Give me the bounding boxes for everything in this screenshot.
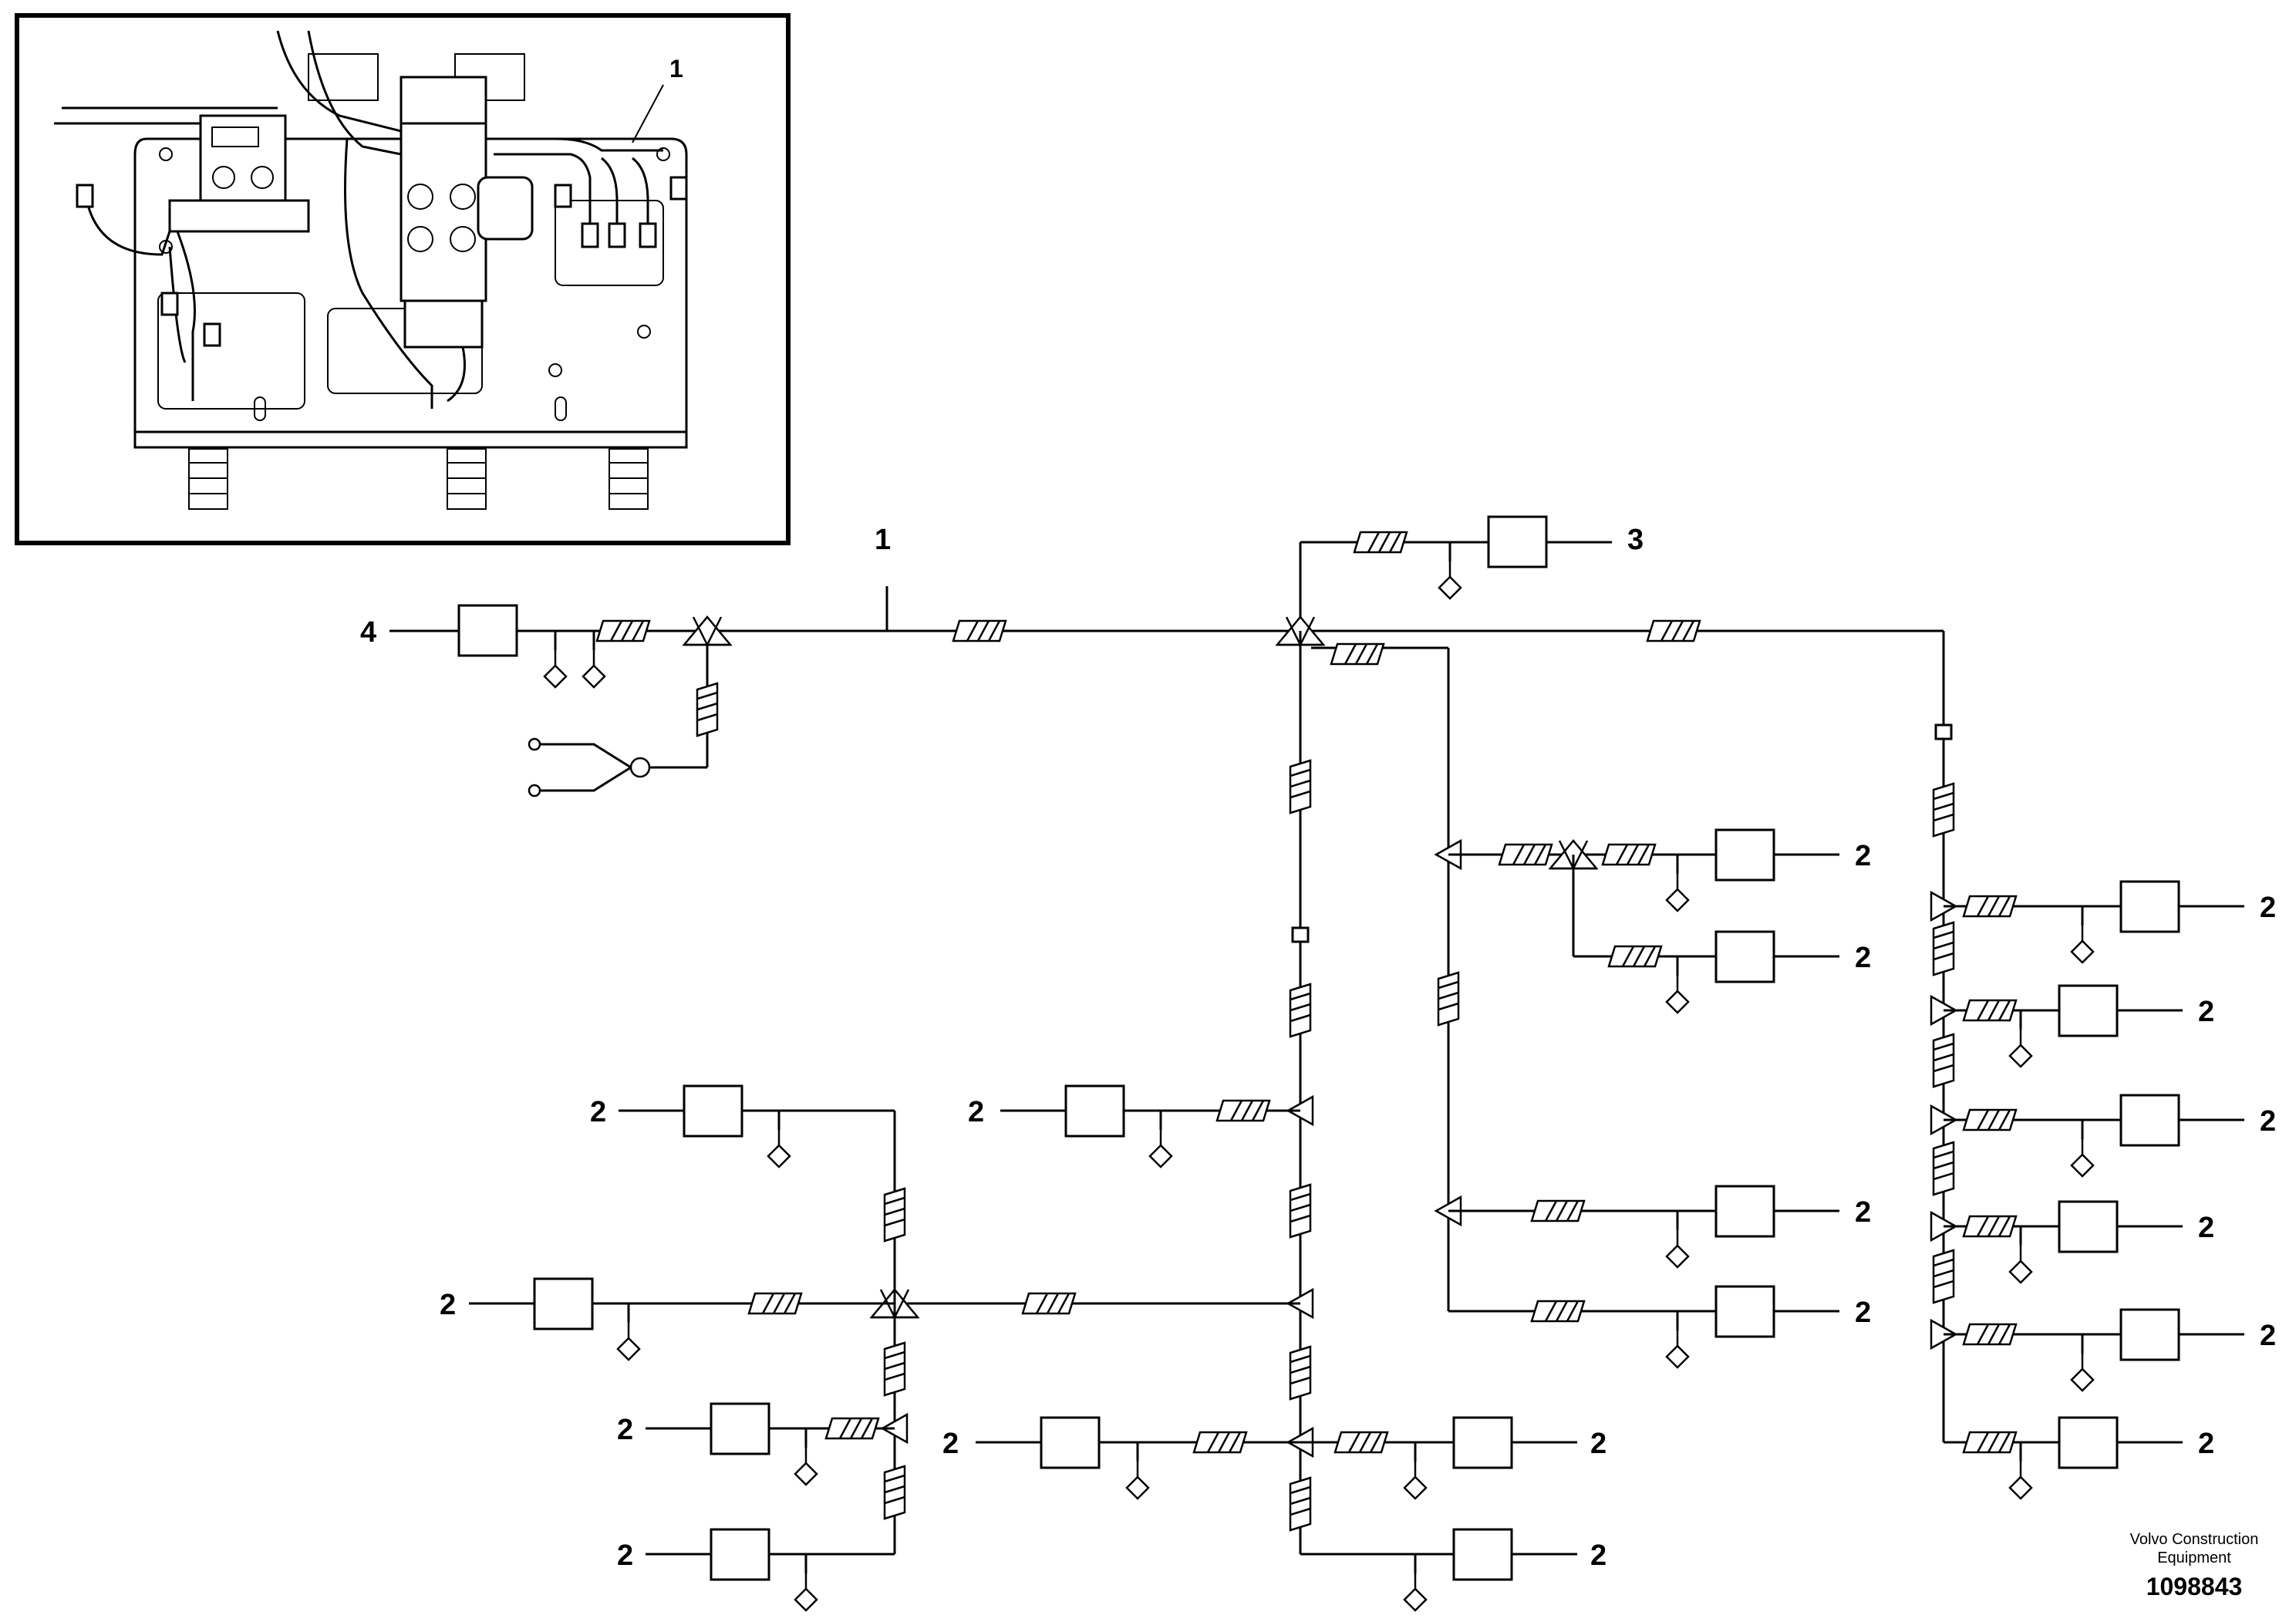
- callout-connector-2: 2: [590, 1096, 606, 1128]
- center-branch-4: [1300, 1416, 1577, 1500]
- right-branch-5: [1930, 1308, 2244, 1392]
- right-branch-3: [1930, 1094, 2244, 1178]
- mid-right-branch-3: [1435, 1185, 1839, 1269]
- callout-connector-2: 2: [2260, 892, 2276, 924]
- figure-number: 1098843: [2146, 1573, 2243, 1600]
- callout-connector-2: 2: [617, 1414, 633, 1446]
- brand-line-1: Volvo Construction: [2130, 1531, 2259, 1548]
- inset-panel: 1: [15, 13, 791, 545]
- callout-labels: 1 3 4 2 2 2 2 2 2 2 2 2 2 2 2 2 2 2 2 2 …: [360, 524, 2276, 1572]
- right-branch-4: [1930, 1200, 2183, 1284]
- callout-connector-4: 4: [360, 616, 376, 649]
- right-branch-6: [1944, 1416, 2183, 1500]
- left-branch-1: [619, 1084, 895, 1168]
- callout-connector-2: 2: [2198, 1428, 2214, 1460]
- callout-connector-2: 2: [617, 1539, 633, 1572]
- callout-connector-2: 2: [2260, 1320, 2276, 1352]
- mid-right-branch-1: [1435, 828, 1839, 912]
- callout-connector-2: 2: [2260, 1105, 2276, 1138]
- callout-main-harness: 1: [875, 524, 891, 556]
- callout-connector-2: 2: [1590, 1428, 1607, 1460]
- center-branch-3: [976, 1416, 1314, 1500]
- callout-connector-2: 2: [942, 1428, 959, 1460]
- callout-inset-harness: 1: [669, 55, 683, 83]
- callout-connector-2: 2: [1855, 1196, 1871, 1229]
- callout-connector-3: 3: [1627, 524, 1644, 556]
- callout-connector-2: 2: [440, 1289, 456, 1321]
- callout-connector-2: 2: [2198, 996, 2214, 1028]
- callout-connector-2: 2: [2198, 1212, 2214, 1244]
- mid-right-branch-4: [1448, 1285, 1839, 1369]
- callout-connector-2: 2: [1855, 942, 1871, 974]
- callout-connector-2: 2: [1590, 1539, 1607, 1572]
- callout-connector-2: 2: [1855, 1297, 1871, 1329]
- right-branch-1: [1930, 880, 2244, 964]
- connector-4-box: [457, 604, 518, 657]
- brand-line-2: Equipment: [2157, 1549, 2231, 1566]
- right-branch-2: [1930, 984, 2183, 1068]
- callout-connector-2: 2: [1855, 840, 1871, 872]
- left-branch-2: [469, 1277, 895, 1361]
- center-branch-5: [1300, 1528, 1577, 1612]
- footer: Volvo Construction Equipment 1098843: [2130, 1531, 2259, 1600]
- mid-right-branch-2: [1572, 855, 1839, 1014]
- left-branch-3: [646, 1402, 909, 1486]
- wiring-schematic: [389, 515, 2244, 1612]
- left-branch-4: [646, 1528, 895, 1612]
- connector-3-box: [1487, 515, 1548, 568]
- center-branch-1: [1000, 1084, 1314, 1168]
- callout-connector-2: 2: [968, 1096, 984, 1128]
